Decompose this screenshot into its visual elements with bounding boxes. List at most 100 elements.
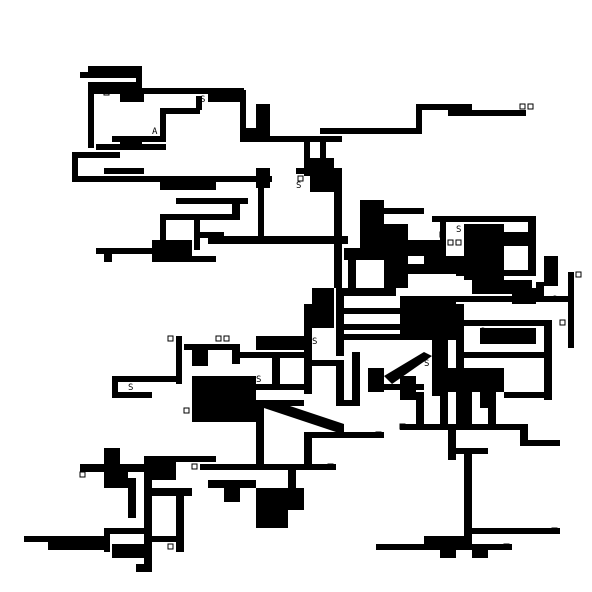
wall-segment xyxy=(348,260,356,290)
wall-segment xyxy=(312,288,334,328)
wall-segment xyxy=(288,488,304,510)
wall-segment xyxy=(194,220,200,250)
door-tile xyxy=(223,335,230,342)
wall-segment xyxy=(152,488,192,496)
wall-segment xyxy=(424,536,472,546)
wall-segment xyxy=(160,180,216,190)
wall-segment xyxy=(464,454,472,544)
door-tile xyxy=(375,431,382,438)
stairs-marker: S xyxy=(128,383,133,393)
stairs-marker: S xyxy=(424,359,429,369)
wall-segment xyxy=(544,256,558,286)
wall-segment xyxy=(304,136,310,176)
wall-segment xyxy=(384,208,424,214)
wall-segment xyxy=(136,564,152,572)
wall-segment xyxy=(104,472,128,488)
wall-segment xyxy=(152,536,176,542)
wall-segment xyxy=(128,478,136,518)
map-glyphs: S S S S S S S S S S A A xyxy=(128,95,557,393)
door-tile xyxy=(167,543,174,550)
wall-segment xyxy=(466,110,526,116)
wall-segment xyxy=(160,108,200,114)
wall-segment xyxy=(104,250,112,262)
wall-segment xyxy=(104,528,110,552)
wall-diagonal xyxy=(264,400,344,432)
wall-segment xyxy=(240,352,306,358)
wall-segment xyxy=(256,406,264,466)
wall-segment xyxy=(208,90,240,102)
wall-segment xyxy=(456,270,536,276)
wall-segment xyxy=(192,376,256,422)
wall-segment xyxy=(304,432,352,438)
wall-segment xyxy=(480,328,536,344)
wall-segment xyxy=(344,308,400,314)
wall-segment xyxy=(432,216,536,222)
wall-segment xyxy=(186,256,216,262)
wall-segment xyxy=(112,376,182,382)
wall-segment xyxy=(352,352,360,406)
wall-segment xyxy=(112,376,118,396)
wall-segment xyxy=(200,464,336,470)
wall-segment xyxy=(80,464,144,472)
wall-segment xyxy=(88,82,142,88)
stairs-marker: S xyxy=(200,95,205,105)
wall-segment xyxy=(196,96,202,110)
wall-segment xyxy=(200,232,224,238)
wall-segment xyxy=(456,392,472,424)
door-tile xyxy=(455,239,462,246)
wall-segment xyxy=(320,128,422,134)
stairs-marker: S xyxy=(296,181,301,191)
door-tile xyxy=(215,335,222,342)
wall-segment xyxy=(160,214,240,220)
wall-segment xyxy=(144,456,176,480)
door-tile xyxy=(527,103,534,110)
door-tile xyxy=(439,231,446,238)
wall-segment xyxy=(94,88,244,94)
wall-segment xyxy=(520,424,528,444)
wall-segment xyxy=(448,430,456,460)
wall-segment xyxy=(104,448,120,464)
wall-segment xyxy=(336,288,396,296)
wall-segment xyxy=(472,546,488,558)
wall-segment xyxy=(112,544,144,558)
door-tile xyxy=(183,407,190,414)
wall-segment xyxy=(416,104,422,134)
wall-segment xyxy=(400,376,416,400)
wall-segment xyxy=(176,198,248,204)
wall-segment xyxy=(400,240,440,256)
door-tile xyxy=(297,175,304,182)
wall-segment xyxy=(208,236,348,244)
wall-segment xyxy=(160,214,166,244)
wall-segment xyxy=(232,198,240,218)
wall-segment xyxy=(104,528,144,534)
wall-segment xyxy=(304,432,312,468)
wall-segment xyxy=(448,448,488,454)
door-tile xyxy=(327,463,334,470)
wall-segment xyxy=(192,350,208,366)
wall-segment xyxy=(448,368,504,392)
wall-segment xyxy=(440,384,448,424)
wall-segment xyxy=(72,152,120,158)
door-tile xyxy=(519,103,526,110)
door-tile xyxy=(79,471,86,478)
wall-segment xyxy=(232,344,240,364)
wall-segment xyxy=(144,456,216,462)
wall-segment xyxy=(104,168,144,174)
wall-segment xyxy=(416,104,472,110)
door-tile xyxy=(503,543,510,550)
wall-segment xyxy=(336,296,344,356)
wall-segment xyxy=(400,424,528,430)
wall-segment xyxy=(472,528,560,534)
stairs-marker: S xyxy=(552,295,557,305)
wall-segment xyxy=(336,366,344,406)
wall-segment xyxy=(24,536,48,542)
wall-segment xyxy=(72,176,272,182)
door-tile xyxy=(575,271,582,278)
door-tile xyxy=(167,335,174,342)
altar-marker: A xyxy=(152,127,158,137)
door-tile xyxy=(215,391,222,398)
wall-segment xyxy=(160,108,166,138)
wall-segment xyxy=(344,248,384,260)
